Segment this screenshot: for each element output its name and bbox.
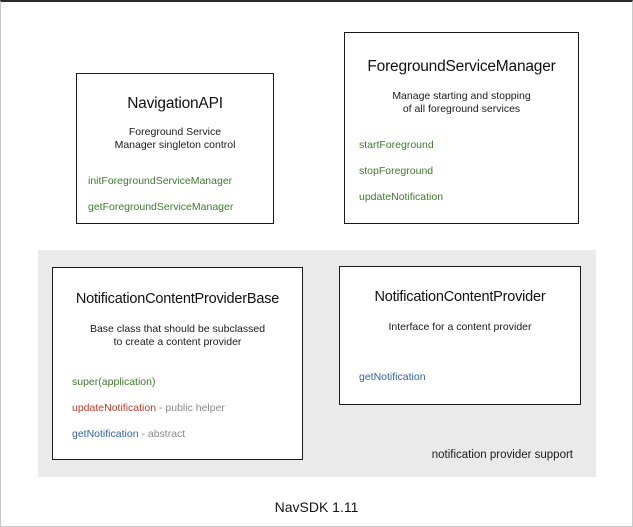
method-name: getNotification bbox=[72, 428, 139, 440]
method-row[interactable]: updateNotification - public helper bbox=[72, 402, 225, 414]
method-name: super(application) bbox=[72, 376, 156, 388]
class-box-notification-content-provider-base[interactable]: NotificationContentProviderBase Base cla… bbox=[52, 267, 303, 460]
class-description-line: to create a content provider bbox=[113, 336, 242, 348]
class-description-line: Foreground Service bbox=[128, 126, 222, 138]
method-row[interactable]: stopForeground bbox=[359, 165, 443, 177]
class-description-line: of all foreground services bbox=[402, 103, 521, 115]
class-description-notification-content-provider-base: Base class that should be subclassed to … bbox=[53, 323, 302, 349]
method-row[interactable]: super(application) bbox=[72, 376, 225, 388]
class-box-navigation-api[interactable]: NavigationAPI Foreground Service Manager… bbox=[76, 73, 274, 224]
method-note: - public helper bbox=[156, 402, 225, 414]
footer-version-label: NavSDK 1.11 bbox=[274, 499, 359, 515]
class-description-line: Base class that should be subclassed bbox=[89, 323, 266, 335]
method-row[interactable]: updateNotification bbox=[359, 191, 443, 203]
method-name: getNotification bbox=[359, 371, 426, 383]
method-name: stopForeground bbox=[359, 165, 434, 177]
class-description-navigation-api: Foreground Service Manager singleton con… bbox=[77, 126, 273, 152]
class-description-line: Manager singleton control bbox=[114, 139, 236, 151]
method-row[interactable]: getNotification - abstract bbox=[72, 428, 225, 440]
method-name: startForeground bbox=[359, 139, 434, 151]
method-row[interactable]: getForegroundServiceManager bbox=[88, 201, 233, 213]
class-title-foreground-service-manager: ForegroundServiceManager bbox=[367, 58, 556, 75]
method-name: updateNotification bbox=[72, 402, 157, 414]
method-row[interactable]: initForegroundServiceManager bbox=[88, 175, 233, 187]
class-description-notification-content-provider: Interface for a content provider bbox=[340, 321, 580, 334]
method-row[interactable]: startForeground bbox=[359, 139, 443, 151]
class-description-foreground-service-manager: Manage starting and stopping of all fore… bbox=[345, 90, 578, 116]
class-box-notification-content-provider[interactable]: NotificationContentProvider Interface fo… bbox=[339, 266, 581, 405]
method-list-notification-content-provider: getNotification bbox=[359, 371, 426, 383]
class-title-notification-content-provider: NotificationContentProvider bbox=[374, 289, 546, 305]
class-description-line: Manage starting and stopping bbox=[392, 90, 531, 102]
method-list-notification-content-provider-base: super(application) updateNotification - … bbox=[72, 376, 225, 440]
method-list-navigation-api: initForegroundServiceManager getForegrou… bbox=[88, 175, 233, 213]
class-title-navigation-api: NavigationAPI bbox=[127, 95, 223, 112]
class-description-line: Interface for a content provider bbox=[388, 321, 532, 333]
method-note: - abstract bbox=[138, 428, 186, 440]
method-name: updateNotification bbox=[359, 191, 444, 203]
class-title-notification-content-provider-base: NotificationContentProviderBase bbox=[75, 291, 280, 307]
class-box-foreground-service-manager[interactable]: ForegroundServiceManager Manage starting… bbox=[344, 32, 579, 224]
method-name: getForegroundServiceManager bbox=[88, 201, 234, 213]
method-row[interactable]: getNotification bbox=[359, 371, 426, 383]
group-panel-caption: notification provider support bbox=[431, 449, 573, 461]
method-name: initForegroundServiceManager bbox=[88, 175, 233, 187]
method-list-foreground-service-manager: startForeground stopForeground updateNot… bbox=[359, 139, 443, 203]
